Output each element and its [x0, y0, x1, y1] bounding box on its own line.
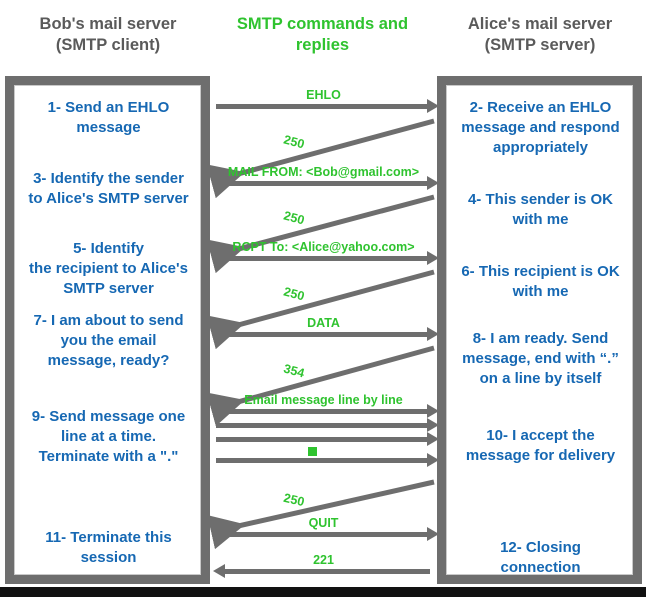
command-arrow-ehlo — [216, 99, 439, 113]
server-panel: 2- Receive an EHLO message and respond a… — [437, 76, 642, 584]
command-arrow-data — [216, 327, 439, 341]
server-step-4: 4- This sender is OK with me — [467, 191, 614, 228]
message-continuation-marker-icon — [306, 445, 319, 458]
server-step-6: 6- This recipient is OK with me — [461, 263, 620, 300]
reply-arrow-221 — [213, 564, 430, 578]
reply-label-250-d: 250 — [282, 490, 306, 510]
reply-label-354: 354 — [282, 361, 306, 381]
reply-label-250-b: 250 — [282, 208, 306, 228]
command-label-rcpt-to: RCPT To: <Alice@yahoo.com> — [232, 240, 415, 254]
reply-label-221: 221 — [313, 553, 334, 567]
channel-column-heading: SMTP commands and replies — [236, 15, 409, 55]
command-arrow-message-line-2 — [216, 418, 439, 432]
reply-arrow-layer — [206, 118, 435, 550]
command-arrow-message-line-4 — [216, 453, 439, 467]
bottom-edge-strip — [0, 587, 646, 597]
command-arrow-message-line-3 — [216, 432, 439, 446]
server-step-8: 8- I am ready. Send message, end with “.… — [462, 330, 619, 387]
client-panel-inner: 1- Send an EHLO message 3- Identify the … — [14, 85, 201, 575]
command-label-data: DATA — [307, 316, 340, 330]
command-arrow-rcpt-to — [216, 251, 439, 265]
command-arrow-message-line-1 — [216, 404, 439, 418]
reply-label-250-c: 250 — [282, 284, 306, 304]
client-step-5: 5- Identify the recipient to Alice's SMT… — [29, 240, 188, 297]
client-step-7: 7- I am about to send you the email mess… — [33, 312, 184, 369]
client-step-3: 3- Identify the sender to Alice's SMTP s… — [28, 170, 189, 207]
command-arrow-mail-from — [216, 176, 439, 190]
server-step-10: 10- I accept the message for delivery — [465, 427, 616, 464]
server-panel-inner: 2- Receive an EHLO message and respond a… — [446, 85, 633, 576]
server-column-heading: Alice's mail server (SMTP server) — [467, 15, 613, 55]
client-step-1: 1- Send an EHLO message — [47, 99, 170, 136]
command-label-ehlo: EHLO — [306, 88, 341, 102]
server-step-2: 2- Receive an EHLO message and respond a… — [461, 99, 620, 156]
client-panel: 1- Send an EHLO message 3- Identify the … — [5, 76, 210, 584]
command-label-mail-from: MAIL FROM: <Bob@gmail.com> — [227, 165, 420, 179]
command-arrow-quit — [216, 527, 439, 541]
server-step-12: 12- Closing connection — [500, 539, 581, 576]
client-step-9: 9- Send message one line at a time. Term… — [31, 408, 186, 465]
command-label-quit: QUIT — [308, 516, 339, 530]
command-label-email-message: Email message line by line — [244, 393, 403, 407]
reply-label-250-a: 250 — [282, 132, 306, 152]
client-column-heading: Bob's mail server (SMTP client) — [39, 15, 177, 55]
smtp-message-channel: EHLO MAIL FROM: <Bob@gmail.com> RCPT To:… — [206, 76, 439, 584]
client-step-11: 11- Terminate this session — [45, 529, 172, 566]
